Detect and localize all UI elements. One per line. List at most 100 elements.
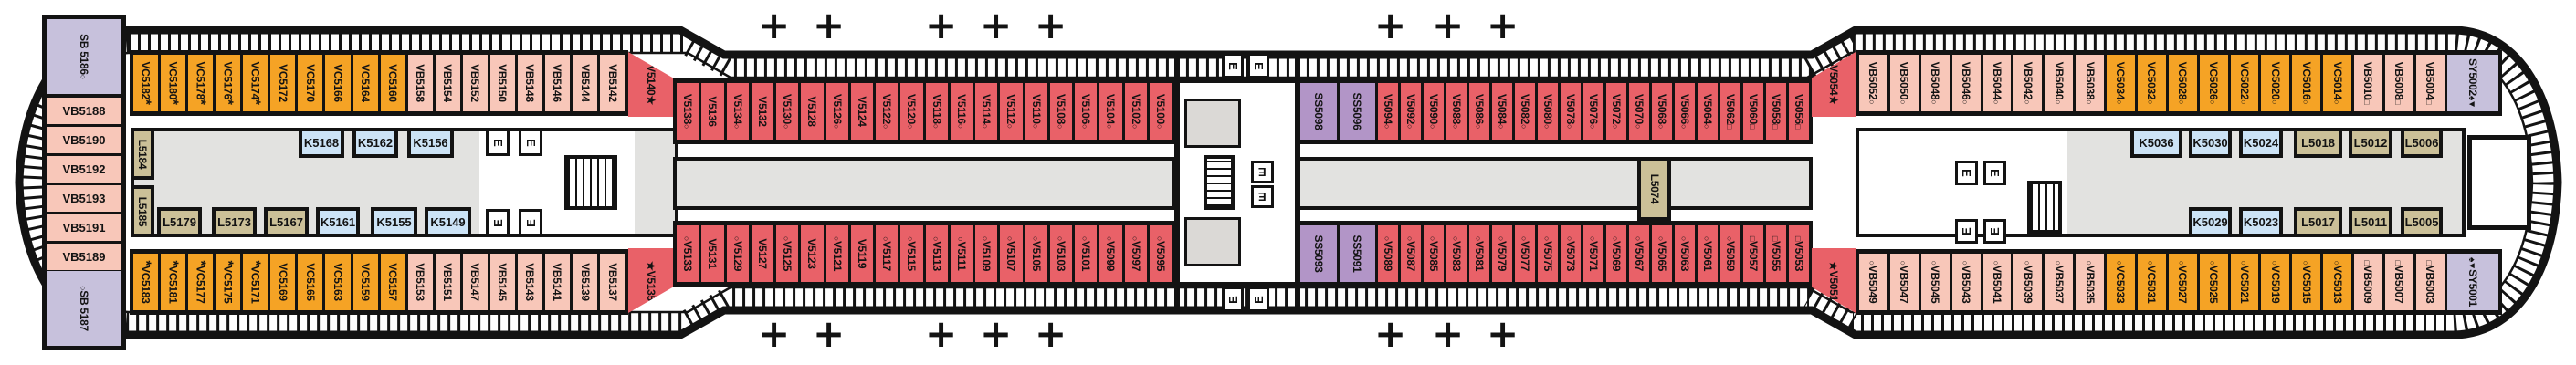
cabin-VB5190: VB5190 <box>47 127 121 153</box>
sroom-area <box>2467 135 2531 230</box>
cabin-label: ○V5087 <box>1404 235 1418 272</box>
cabin-L5173: L5173 <box>212 207 257 237</box>
cabin-label: VC5028○ <box>2176 61 2190 105</box>
cabin-V5120: V5120○ <box>900 83 923 140</box>
cabin-label: K5161 <box>320 215 356 229</box>
wall-area <box>1180 282 1295 287</box>
cabin-label: VC5180* <box>165 61 182 105</box>
cabin-label: V5086○ <box>1473 93 1487 130</box>
cabin-V5059: ○V5059 <box>1719 225 1740 282</box>
cabin-V5099: ○V5099 <box>1099 225 1122 282</box>
cabin-symbol-o: ○ <box>2331 99 2341 105</box>
cabin-VB5044: VB5044○ <box>1982 55 2012 111</box>
cabin-label: VC5172 <box>276 64 289 102</box>
cabin-label: V5112○ <box>1004 94 1018 129</box>
cabin-label: *VC5183 <box>138 260 154 304</box>
cabin-V5138: V5138○ <box>677 83 699 140</box>
cabin-V5090: V5090○ <box>1424 83 1445 140</box>
cabin-V5057: □V5057 <box>1742 225 1763 282</box>
lifeboat-plus-mark: + <box>1374 3 1407 47</box>
elevator: E <box>519 129 542 156</box>
cabin-SY5002: SY5002♠▼ <box>2446 55 2498 111</box>
cabin-label: VC5034○ <box>2114 61 2128 105</box>
cabin-VB5145: VB5145 <box>489 254 515 310</box>
cabin-label: VB5145 <box>496 263 510 301</box>
cabin-VB5035: ○VB5035 <box>2076 254 2104 310</box>
cabin-V5117: ○V5117 <box>876 225 899 282</box>
cabin-VB5038: VB5038○ <box>2076 55 2104 111</box>
cabin-SS5098: SS5098 <box>1300 83 1337 140</box>
elevator: E <box>1983 219 2006 244</box>
cabin-VB5009: □VB5009 <box>2354 254 2382 310</box>
cabin-VB5008: VB5008□ <box>2384 55 2413 111</box>
cabin-symbol-o: ○ <box>1451 124 1461 130</box>
cabin-VB5042: VB5042○ <box>2013 55 2043 111</box>
cabin-label: V5070○ <box>1632 93 1645 130</box>
elevator-label: E <box>490 138 505 147</box>
cabin-label: ○V5089 <box>1382 235 1395 272</box>
cabin-symbol-o: ○ <box>1701 124 1711 130</box>
elevator-label: E <box>490 218 505 227</box>
lifeboat-plus-mark: + <box>1487 311 1519 356</box>
cabin-label: ○V5085 <box>1427 235 1441 272</box>
cabin-K5036: K5036 <box>2130 128 2182 158</box>
cabin-VB5045: ○VB5045 <box>1920 254 1950 310</box>
cabin-label: ○V5121 <box>830 235 844 272</box>
cabin-K5162: K5162 <box>352 128 398 158</box>
cabin-label: ○VB5045 <box>1929 260 1942 304</box>
cabin-VC5027: ○VC5027 <box>2168 254 2197 310</box>
elevator: E <box>1251 161 1274 183</box>
cabin-label: ○V5061 <box>1700 235 1714 272</box>
cabin-symbol-ast: * <box>247 99 264 105</box>
cabin-label: ♠▼SY5001 <box>2466 256 2479 308</box>
cabin-row-top-left: VC5182*VC5180*VC5178*VC5176*VC5174*VC517… <box>130 50 628 116</box>
cabin-V5108: V5108○ <box>1049 83 1072 140</box>
cabin-label: V5128 <box>805 96 819 127</box>
cabin-symbol-ast: * <box>193 99 209 105</box>
cabin-label: VB5153 <box>414 263 427 301</box>
cabin-VC5013: ○VC5013 <box>2323 254 2351 310</box>
elevator: E <box>519 209 542 236</box>
cabin-K5024: K5024 <box>2239 128 2283 158</box>
cabin-label: L5184 <box>136 139 149 169</box>
cabin-symbol-o: ○ <box>1130 124 1140 130</box>
cabin-label: □V5055 <box>1769 235 1782 272</box>
lifeboat-plus-mark: + <box>813 311 846 356</box>
cabin-label: V5114○ <box>980 94 994 129</box>
cabin-V5087: ○V5087 <box>1401 225 1422 282</box>
cabin-VB5052: VB5052○ <box>1859 55 1887 111</box>
wall-area <box>1295 55 1300 310</box>
cabin-symbol-sq: □ <box>2424 99 2434 105</box>
cabin-V5134: V5134○ <box>726 83 749 140</box>
cabin-VB5152: VB5152 <box>462 55 488 111</box>
cabin-V5053: □V5053 <box>1788 225 1809 282</box>
cabin-VC5159: VC5159 <box>352 254 378 310</box>
cabin-VC5180: VC5180* <box>161 55 186 111</box>
cabin-V5056: V5056□ <box>1788 83 1809 140</box>
cabin-label: VC5016○ <box>2299 61 2313 105</box>
cabin-label: VC5174* <box>247 61 264 105</box>
cabin-SS5093: SS5093 <box>1300 225 1337 282</box>
cabin-V5075: ○V5075 <box>1538 225 1559 282</box>
cabin-VC5165: VC5165 <box>298 254 323 310</box>
cabin-VC5174: VC5174* <box>243 55 268 111</box>
cabin-label: V5076○ <box>1587 93 1600 130</box>
cabin-L5184: L5184 <box>131 128 154 180</box>
cabin-label: ○SB 5187 <box>78 286 90 331</box>
elevator: E <box>1955 219 1978 244</box>
cabin-label: V5090○ <box>1427 93 1441 130</box>
wall-area <box>1180 78 1295 83</box>
cabin-symbol-o: ○ <box>955 123 965 129</box>
cabin-VB5189: VB5189 <box>47 244 121 270</box>
cabin-L5005: L5005 <box>2401 207 2443 237</box>
cabin-label: □VB5009 <box>2361 260 2375 304</box>
cabin-VC5175: *VC5175 <box>216 254 241 310</box>
cabin-L5006: L5006 <box>2401 128 2443 158</box>
cabin-V5076: V5076○ <box>1583 83 1603 140</box>
cabin-label: VB5151 <box>441 263 455 301</box>
cabin-V5122: V5122○ <box>876 83 899 140</box>
cabin-label: ○V5125 <box>781 235 794 272</box>
cabin-V5097: ○V5097 <box>1124 225 1147 282</box>
cabin-label: □VB5003 <box>2424 260 2437 304</box>
cabin-label: V5082○ <box>1519 93 1532 130</box>
